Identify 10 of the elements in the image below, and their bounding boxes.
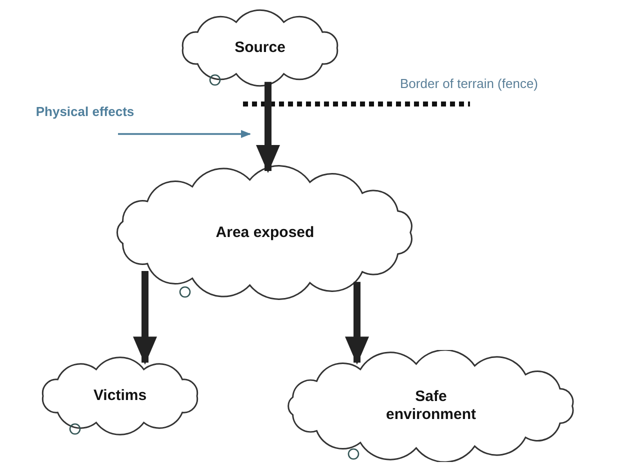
node-label: Source xyxy=(234,39,286,57)
annotation-text: Physical effects xyxy=(36,104,134,120)
arrow xyxy=(133,271,157,365)
annotation-text: Border of terrain (fence) xyxy=(400,76,538,91)
arrow xyxy=(256,82,280,173)
node-label: Safe environment xyxy=(384,388,477,424)
arrow xyxy=(118,130,251,138)
node-label: Area exposed xyxy=(216,224,314,242)
arrow xyxy=(345,282,369,365)
node-label: Victims xyxy=(93,387,147,405)
